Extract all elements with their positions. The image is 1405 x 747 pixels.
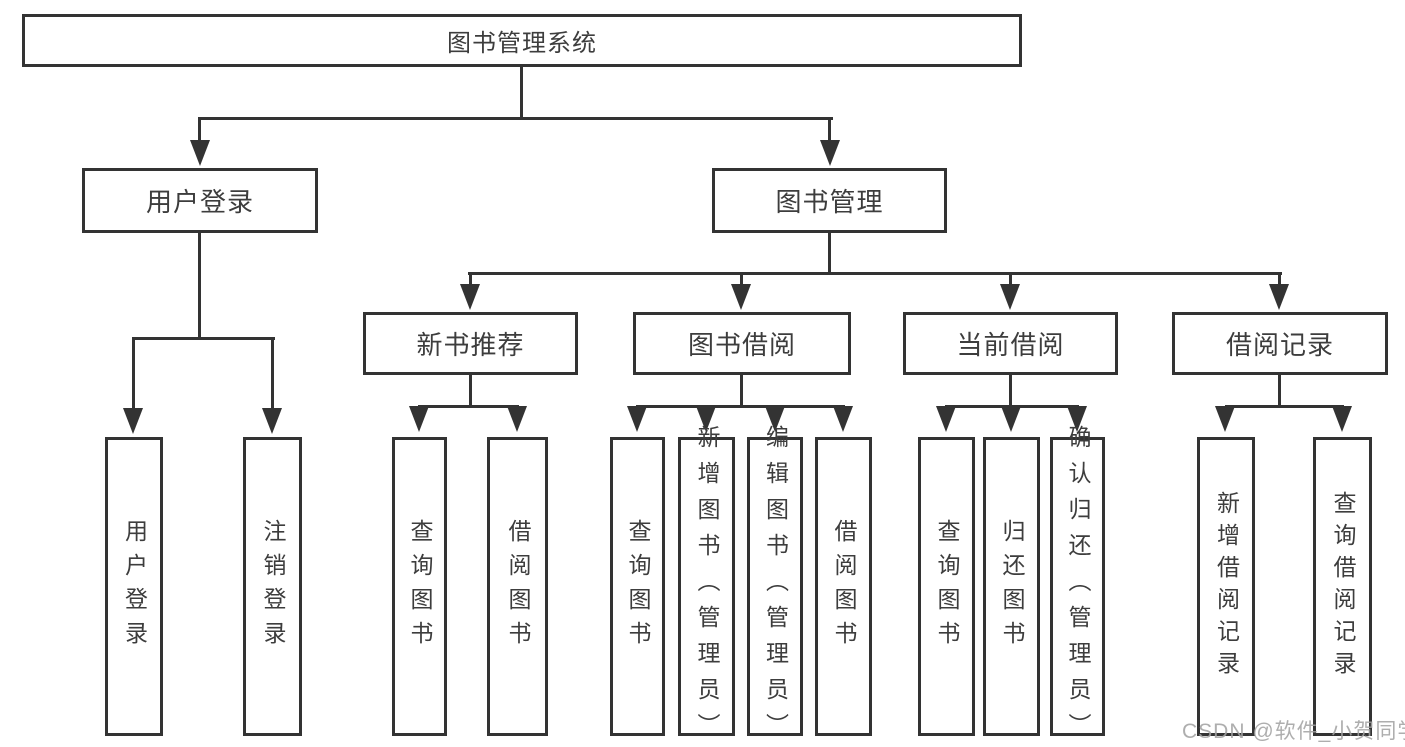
arrow-down-icon [1067,406,1087,432]
arrow-down-icon [765,406,785,432]
node-label: 新书推荐 [416,330,525,360]
node-label: 图书管理 [775,187,884,217]
leaf-label: 查询图书 [934,518,960,655]
leaf-label: 归还图书 [999,518,1025,655]
connector-line [520,67,523,117]
leaf-label: 确认归还（管理员） [1065,424,1091,747]
connector-line [1009,272,1012,286]
node-label: 图书借阅 [687,330,796,360]
leaf-query-books-recommend: 查询图书 [392,437,447,736]
arrow-down-icon [460,284,480,310]
connector-line [271,337,274,412]
csdn-watermark: CSDN @软件_小贺同学 [1182,720,1405,743]
leaf-label: 查询图书 [407,518,433,655]
leaf-user-login: 用户登录 [105,437,163,736]
leaf-borrow-books: 借阅图书 [815,437,872,736]
connector-line [740,375,743,408]
arrow-down-icon [820,140,840,166]
leaf-label: 查询图书 [625,518,651,655]
leaf-label: 编辑图书（管理员） [762,424,789,747]
connector-line [740,272,743,286]
leaf-label: 借阅图书 [831,518,857,655]
connector-line [1278,375,1281,408]
leaf-query-borrow-record: 查询借阅记录 [1313,437,1372,736]
connector-line [198,117,201,144]
leaf-borrow-books-recommend: 借阅图书 [487,437,548,736]
leaf-label: 注销登录 [260,518,286,655]
leaf-label: 新增借阅记录 [1213,490,1240,683]
arrow-down-icon [262,408,282,434]
node-label: 当前借阅 [956,330,1065,360]
arrow-down-icon [507,406,527,432]
connector-line [469,272,472,286]
connector-line [198,117,833,120]
connector-line [418,405,519,408]
connector-line [132,337,135,412]
node-current-borrow: 当前借阅 [903,312,1118,375]
connector-line [132,337,275,340]
arrow-down-icon [1269,284,1289,310]
leaf-add-borrow-record: 新增借阅记录 [1197,437,1255,736]
connector-line [198,233,201,340]
connector-line [828,233,831,275]
leaf-label: 借阅图书 [505,518,531,655]
node-book-management: 图书管理 [712,168,947,233]
leaf-label: 查询借阅记录 [1330,490,1356,683]
arrow-down-icon [731,284,751,310]
leaf-confirm-return-admin: 确认归还（管理员） [1050,425,1105,747]
arrow-down-icon [833,406,853,432]
arrow-down-icon [1000,284,1020,310]
node-label: 用户登录 [145,187,254,217]
node-new-book-recommend: 新书推荐 [363,312,578,375]
connector-line [1225,405,1344,408]
node-label: 图书管理系统 [447,30,597,57]
node-borrow-records: 借阅记录 [1172,312,1388,375]
arrow-down-icon [1215,406,1235,432]
node-user-login: 用户登录 [82,168,318,233]
leaf-query-books-borrow: 查询图书 [610,437,665,736]
connector-line [636,405,845,408]
node-label: 借阅记录 [1225,330,1334,360]
arrow-down-icon [190,140,210,166]
leaf-label: 用户登录 [121,518,148,655]
connector-line [468,272,1282,275]
arrow-down-icon [627,406,647,432]
node-root-library-system: 图书管理系统 [22,14,1022,67]
leaf-return-books: 归还图书 [983,437,1040,736]
leaf-add-books-admin: 新增图书（管理员） [678,425,735,747]
arrow-down-icon [1332,406,1352,432]
leaf-edit-books-admin: 编辑图书（管理员） [747,425,803,747]
leaf-logout: 注销登录 [243,437,302,736]
arrow-down-icon [936,406,956,432]
arrow-down-icon [696,406,716,432]
connector-line [828,117,831,144]
connector-line [1009,375,1012,408]
arrow-down-icon [123,408,143,434]
arrow-down-icon [1001,406,1021,432]
arrow-down-icon [409,406,429,432]
leaf-query-books-current: 查询图书 [918,437,975,736]
leaf-label: 新增图书（管理员） [694,424,720,747]
connector-line [1278,272,1281,286]
node-book-borrow: 图书借阅 [633,312,851,375]
connector-line [469,375,472,408]
